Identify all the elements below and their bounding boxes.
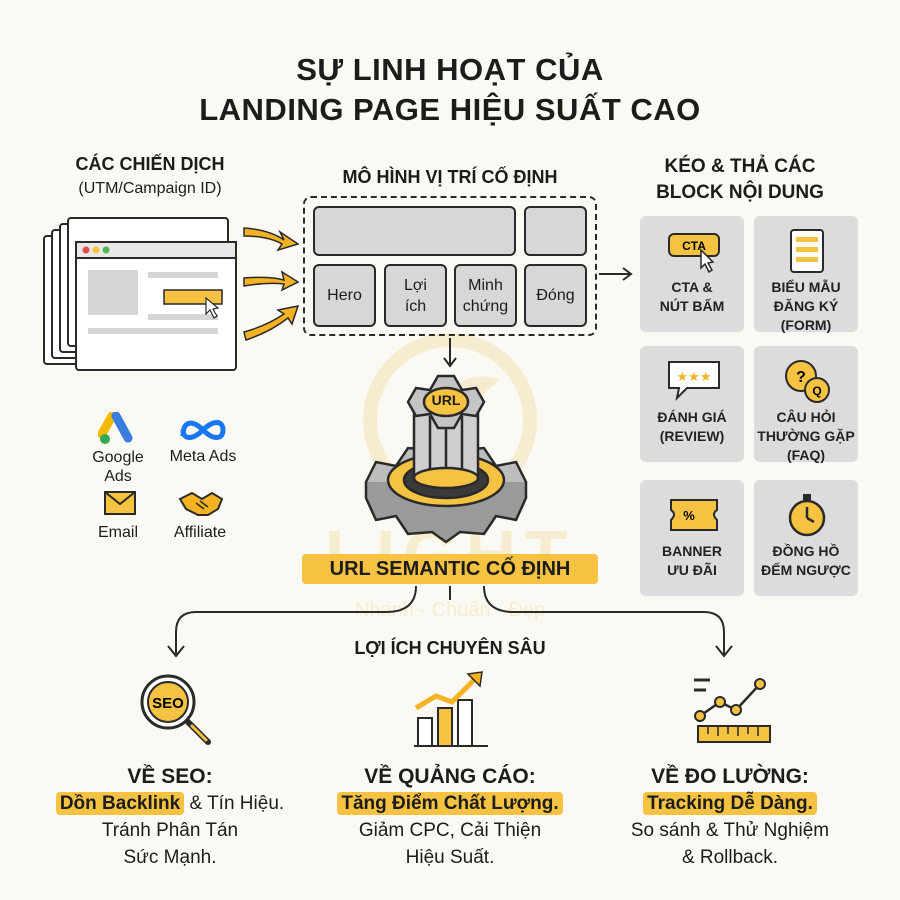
svg-text:SEO: SEO [152, 695, 184, 712]
channel-label-google-ads: Google Ads [92, 449, 144, 485]
benefit-seo-highlight: Dồn Backlink [55, 792, 185, 815]
benefit-seo-line1: Dồn Backlink & Tín Hiệu. [20, 790, 320, 817]
page-title-line2: LANDING PAGE HIỆU SUẤT CAO [199, 92, 701, 127]
seo-magnifier-icon: SEO [140, 674, 211, 745]
model-slot-benefit: Lợi ích [384, 264, 447, 327]
model-slot-close: Đóng [524, 264, 587, 327]
campaigns-heading: CÁC CHIẾN DỊCH [75, 154, 225, 174]
browser-stack-illustration [43, 217, 237, 371]
campaigns-subheading: (UTM/Campaign ID) [78, 180, 222, 197]
form-icon [790, 229, 824, 273]
block-card-faq[interactable]: ? Q CÂU HỎI THƯỜNG GẶP (FAQ) [754, 346, 858, 463]
benefit-seo-line3: Sức Mạnh. [123, 847, 217, 868]
benefit-tracking-line2: So sánh & Thử Nghiệm [630, 820, 830, 841]
channel-label-meta-ads: Meta Ads [169, 448, 237, 465]
model-slot-header [313, 206, 516, 256]
gear-illustration [364, 374, 528, 544]
block-label-faq: CÂU HỎI THƯỜNG GẶP (FAQ) [757, 409, 855, 463]
model-slot-side [524, 206, 587, 256]
model-frame [303, 196, 597, 336]
block-label-form: BIỂU MẪU ĐĂNG KÝ (FORM) [771, 279, 841, 333]
model-slot-proof: Minh chứng [454, 264, 517, 327]
block-label-countdown: ĐỒNG HỒ ĐẾM NGƯỢC [761, 543, 851, 578]
cta-badge-text: CTA [682, 239, 706, 253]
benefit-branch-arrows [167, 585, 733, 658]
benefit-seo-title: VỀ SEO: [127, 765, 213, 788]
stopwatch-icon [788, 494, 826, 537]
growth-chart-icon [414, 671, 488, 747]
benefit-ads-highlight: Tăng Điểm Chất Lượng. [337, 792, 563, 815]
arrow-to-gear [443, 338, 457, 368]
benefit-seo-rest: & Tín Hiệu. [184, 793, 285, 814]
meta-icon [180, 420, 226, 440]
blocks-heading: KÉO & THẢ CÁC BLOCK NỘI DUNG [656, 156, 824, 203]
faq-icon: ? Q [785, 360, 830, 403]
benefit-ads: VỀ QUẢNG CÁO: Tăng Điểm Chất Lượng. Giảm… [300, 763, 600, 871]
benefit-tracking-line3: & Rollback. [681, 847, 779, 868]
benefit-tracking-line1: Tracking Dễ Dàng. [580, 790, 880, 817]
benefits-heading: LỢI ÍCH CHUYÊN SÂU [354, 638, 546, 658]
gear-label: URL SEMANTIC CỐ ĐỊNH [302, 554, 598, 584]
svg-text:?: ? [796, 369, 806, 386]
benefit-ads-line2: Giảm CPC, Cải Thiện [358, 820, 542, 841]
review-stars-icon: ★★★ [668, 361, 720, 402]
model-slot-hero: Hero [313, 264, 376, 327]
model-heading: MÔ HÌNH VỊ TRÍ CỐ ĐỊNH [342, 167, 558, 187]
benefit-seo-line2: Tránh Phân Tán [101, 820, 239, 841]
benefit-ads-line3: Hiệu Suất. [405, 847, 495, 868]
gear-label-text: URL SEMANTIC CỐ ĐỊNH [329, 557, 571, 580]
benefit-tracking-highlight: Tracking Dễ Dàng. [643, 792, 817, 815]
gear-url-badge: URL [431, 392, 461, 408]
page-title-line1: SỰ LINH HOẠT CỦA [296, 52, 604, 87]
cta-button-icon: CTA [668, 233, 720, 274]
benefit-seo: VỀ SEO: Dồn Backlink & Tín Hiệu. Tránh P… [20, 763, 320, 871]
block-card-cta[interactable]: CTA CTA & NÚT BẤM [640, 216, 744, 332]
svg-text:Q: Q [812, 384, 821, 398]
channel-label-email: Email [97, 524, 138, 541]
benefit-ads-line1: Tăng Điểm Chất Lượng. [300, 790, 600, 817]
discount-ticket-icon: % [670, 499, 718, 531]
svg-text:%: % [683, 508, 695, 523]
block-label-cta: CTA & NÚT BẤM [659, 279, 725, 314]
block-card-form[interactable]: BIỂU MẪU ĐĂNG KÝ (FORM) [754, 216, 858, 333]
block-label-banner: BANNER ƯU ĐÃI [662, 543, 722, 578]
watermark-tagline: Nhanh - Chuẩn - Đẹp [354, 599, 546, 621]
campaign-arrows [243, 227, 300, 341]
benefit-tracking-title: VỀ ĐO LƯỜNG: [651, 765, 809, 788]
benefit-ads-title: VỀ QUẢNG CÁO: [364, 765, 536, 788]
analytics-chart-icon [694, 678, 771, 743]
envelope-icon [104, 491, 136, 515]
handshake-icon [178, 491, 224, 516]
block-card-review[interactable]: ★★★ ĐÁNH GIÁ (REVIEW) [640, 346, 744, 462]
svg-text:★★★: ★★★ [677, 370, 712, 385]
block-card-countdown[interactable]: ĐỒNG HỒ ĐẾM NGƯỢC [754, 480, 858, 596]
block-label-review: ĐÁNH GIÁ (REVIEW) [657, 409, 727, 444]
block-card-banner[interactable]: % BANNER ƯU ĐÃI [640, 480, 744, 596]
google-ads-icon [98, 412, 133, 444]
benefit-tracking: VỀ ĐO LƯỜNG: Tracking Dễ Dàng. So sánh &… [580, 763, 880, 871]
channel-label-affiliate: Affiliate [173, 524, 227, 541]
arrow-to-blocks [599, 267, 633, 281]
